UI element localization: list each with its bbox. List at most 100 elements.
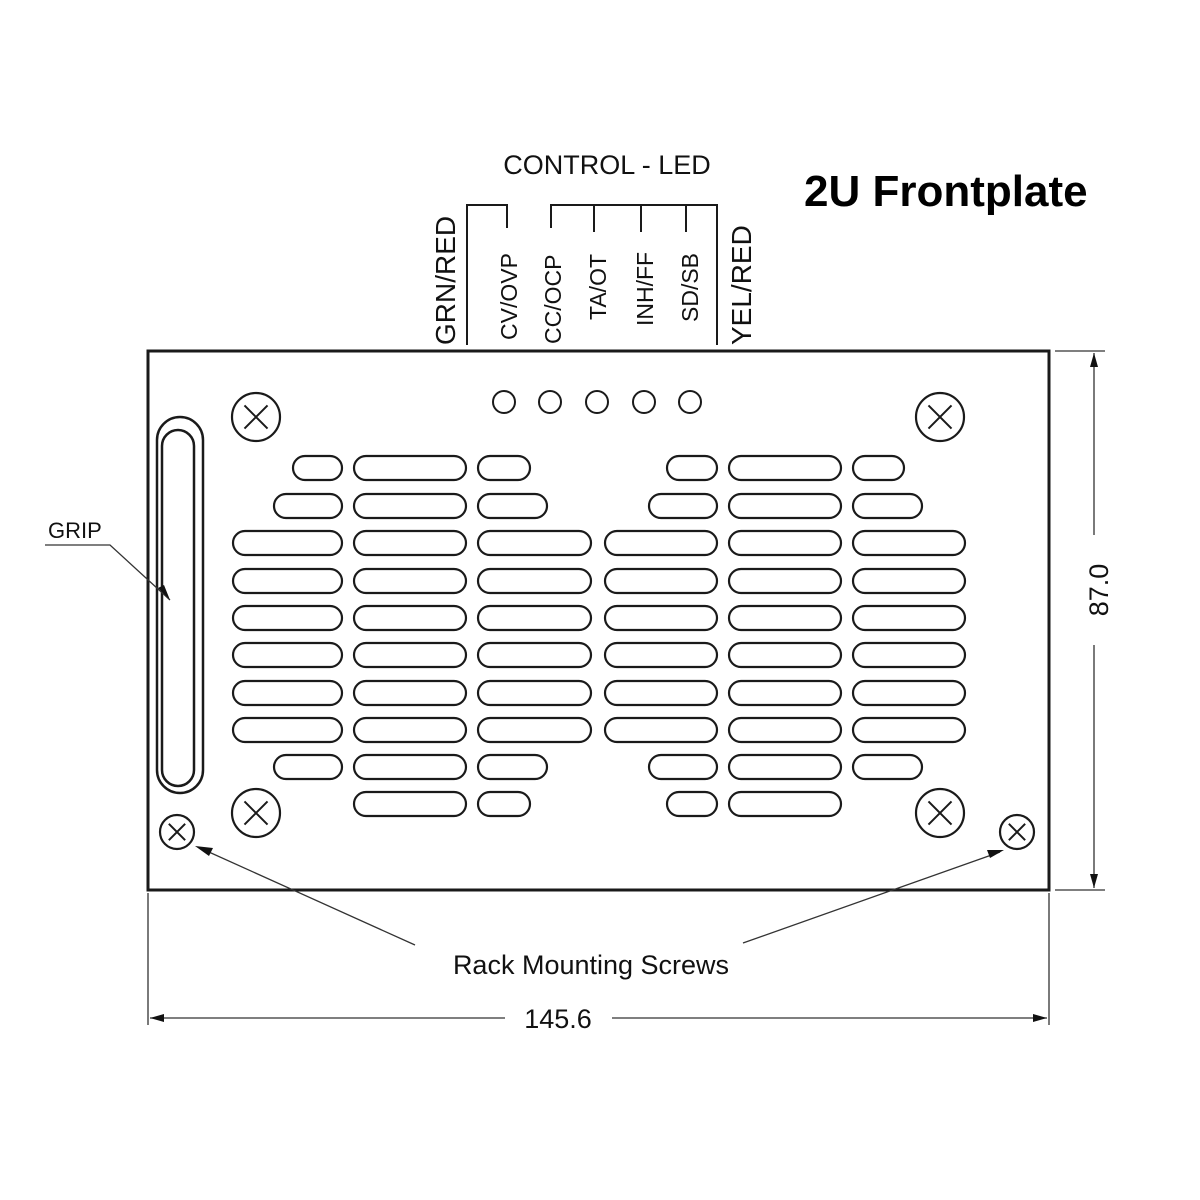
vent-slot [231,679,344,707]
grip-handle [155,415,205,795]
label-yel-red: YEL/RED [726,225,757,345]
label-grn-red: GRN/RED [430,216,461,345]
rack-leader-right [742,851,1001,944]
fan-screws [230,391,966,839]
rack-screw-2 [998,813,1036,851]
vent-slot [352,454,468,482]
height-value: 87.0 [1084,564,1114,617]
vent-slot [231,529,344,557]
vent-slot [727,790,843,818]
vent-slot [647,753,719,781]
vent-slot [727,753,843,781]
vent-slot [603,641,719,669]
vent-slot [352,679,468,707]
vent-slot [352,604,468,632]
vent-slot [352,753,468,781]
vent-slot [603,604,719,632]
vent-slot [291,454,344,482]
rack-arrow-left [195,846,213,856]
vent-slot [851,641,967,669]
rack-screws-label: Rack Mounting Screws [453,950,729,980]
vent-slot [476,753,549,781]
label-ta-ot: TA/OT [585,254,611,320]
vent-slot [603,567,719,595]
x-mark-icon [1008,823,1026,841]
grip-leader-line [45,544,171,601]
vent-slot [851,454,906,482]
led-row [492,390,702,414]
vent-slot [231,641,344,669]
screw-head [230,391,282,443]
vent-slot [727,679,843,707]
vent-slot [476,679,593,707]
vent-slot [476,529,593,557]
x-mark-icon [927,404,953,430]
vent-slot [476,790,532,818]
label-inh-ff: INH/FF [632,252,658,326]
vent-slot [665,790,719,818]
label-cv-ovp: CV/OVP [496,253,522,340]
fan-screw-1 [230,391,282,443]
width-arrow-left [150,1014,164,1022]
vent-slot [851,529,967,557]
screw-head [914,391,966,443]
vent-slot [231,604,344,632]
led-cc-ocp [538,390,562,414]
vent-slot [727,716,843,744]
label-sd-sb: SD/SB [677,253,703,322]
vent-slot [851,716,967,744]
led-inh-ff [632,390,656,414]
vent-slot [665,454,719,482]
vent-slot [851,604,967,632]
grip-arrowhead [158,585,170,600]
vent-slot [603,529,719,557]
vent-slot [352,790,468,818]
vent-slot [851,567,967,595]
x-mark-icon [927,800,953,826]
vent-slot [476,492,549,520]
vent-slot [727,567,843,595]
vent-slot [727,604,843,632]
x-mark-icon [243,800,269,826]
vent-slot [727,454,843,482]
fan-screw-3 [230,787,282,839]
width-arrow-right [1033,1014,1047,1022]
vent-slot [272,753,344,781]
rack-screws [158,813,1036,851]
screw-head [158,813,196,851]
rack-arrow-right [987,850,1004,858]
vent-slot [476,604,593,632]
vent-slot [851,492,924,520]
screw-head [914,787,966,839]
vent-slot [727,529,843,557]
screw-head [230,787,282,839]
fan-screw-4 [914,787,966,839]
vent-slot [476,716,593,744]
vent-slot [603,716,719,744]
vent-slot [352,641,468,669]
led-ta-ot [585,390,609,414]
x-mark-icon [168,823,186,841]
vent-slot [476,454,532,482]
vent-slot [352,492,468,520]
vent-slot [231,716,344,744]
vent-slot [476,641,593,669]
vent-slot [231,567,344,595]
rack-leader-left [199,847,416,946]
vent-slot [727,492,843,520]
led-cv-ovp [492,390,516,414]
vent-slot [851,679,967,707]
bracket-main [550,204,718,345]
led-bracket-lines [466,204,718,345]
vent-slot [603,679,719,707]
grip-inner [160,428,196,788]
vent-slot [352,567,468,595]
width-dimension: 145.6 [147,893,1050,1034]
rack-screw-1 [158,813,196,851]
vent-slot [352,529,468,557]
vent-slot [352,716,468,744]
control-led-heading: CONTROL - LED [503,150,711,180]
vent-slot [727,641,843,669]
vent-slot [476,567,593,595]
